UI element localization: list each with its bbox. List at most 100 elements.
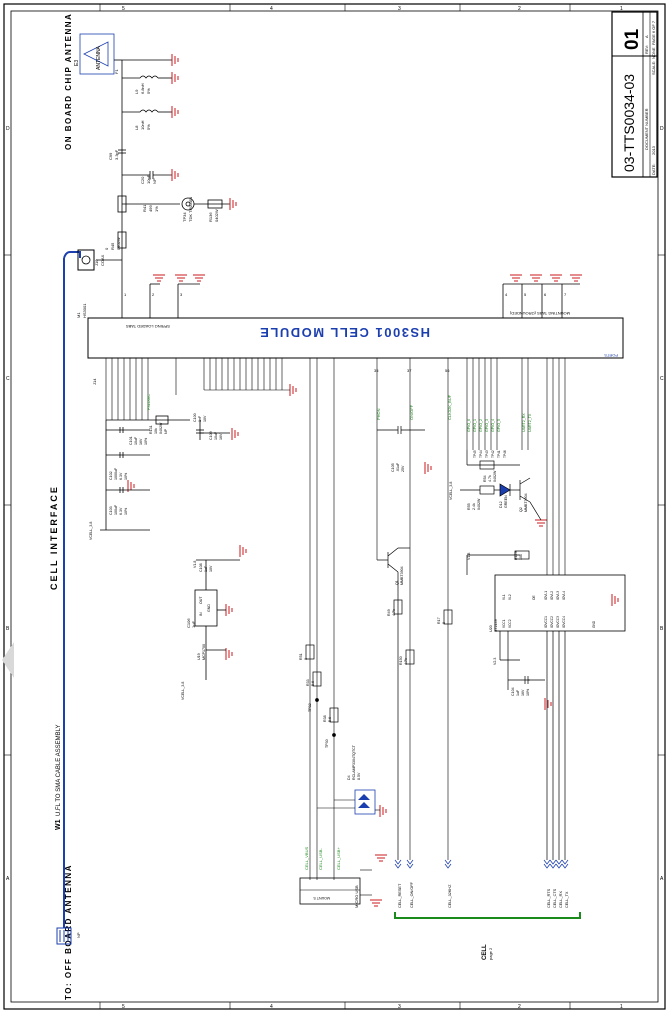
col-marker: 5 <box>122 1004 125 1010</box>
ref-c100: C100 <box>193 413 197 422</box>
val-r17: 0 <box>442 622 446 624</box>
tp-label: TP43 <box>485 450 489 458</box>
ref-c103: C103 <box>109 506 113 515</box>
val-u20: ST2149 <box>494 619 498 632</box>
hs3001-module: HS3001 CELL MODULE SPRING LOADED TABS MO… <box>76 303 624 359</box>
cable-np: NP <box>76 932 81 938</box>
net-cell-32k: CELL_32KHZ <box>448 884 452 908</box>
u20-pin: VL1 <box>502 594 506 600</box>
ref-r55: R55 <box>467 503 471 510</box>
val-r55: 2.4k <box>472 503 476 510</box>
ref-l9: L9 <box>134 89 139 94</box>
val-q1: MMBT3904 <box>400 566 404 585</box>
val-tp34: TDK TP00451 <box>188 196 193 222</box>
net-uart2-rx: UART2_RX <box>522 413 526 432</box>
col-marker: 3 <box>398 6 401 12</box>
sheet-number: 01 <box>622 28 643 50</box>
net-vcell-u19: VCELL_3.8 <box>181 682 185 700</box>
col-marker: 1 <box>620 1004 623 1010</box>
spring-tabs: SPRING LOADED TABS <box>126 324 170 329</box>
u20-pin: IOVL3 <box>556 591 560 600</box>
u20-pin: VCC2 <box>508 619 512 628</box>
page-nav-arrow-icon[interactable] <box>0 640 16 680</box>
row-marker: A <box>6 876 10 882</box>
u19-pin-gnd: GND <box>207 604 211 612</box>
val-r51: 0 <box>304 658 308 660</box>
ref-c99: C99 <box>108 152 113 160</box>
ref-r17: R17 <box>437 617 441 624</box>
sheet-border: 5 4 3 2 1 5 4 3 2 1 D C B A D C B A <box>3 3 666 1010</box>
note-c20: NP <box>152 178 157 184</box>
u20-pin: IOVL1 <box>544 591 548 600</box>
tol-c104: 10% <box>526 688 530 696</box>
u19-pin-out: OUT <box>199 596 203 604</box>
col-marker: 4 <box>270 6 273 12</box>
ref-c108: C108 <box>199 563 203 572</box>
val-r150: 4.7k <box>404 658 408 665</box>
pin-num: 6 <box>544 292 547 297</box>
ref-d12: D12 <box>499 501 503 508</box>
antenna-label: ANTENNA <box>96 45 102 70</box>
pin-num: 1 <box>124 292 127 297</box>
cell-page-label: CELL <box>482 944 488 960</box>
tol-l9: 5% <box>146 88 151 94</box>
module-top-pins <box>121 283 580 318</box>
ref-r33: R33 <box>306 679 310 686</box>
val-c108: 1uF <box>204 565 208 572</box>
val-u19: 1uF <box>191 621 196 628</box>
module-part: HS3001 <box>82 303 87 318</box>
val-r136: 0402W <box>214 209 219 222</box>
ref-l8: L8 <box>134 125 139 130</box>
ref-q2: Q2 <box>519 507 523 512</box>
ref-r49: R49 <box>387 609 391 616</box>
ref-c109: C109 <box>209 431 213 440</box>
net-vcell-led: VCELL_3.8 <box>449 482 453 500</box>
u20-pin: IOVCC3 <box>556 616 560 628</box>
net-vcell: VCELL_3.8 <box>89 522 93 540</box>
mount-s: MOUNT S <box>313 896 330 900</box>
scale-label: SCALE: <box>651 61 656 75</box>
q1-section <box>377 426 453 860</box>
module-bottom-pins <box>105 358 566 880</box>
cell-interface-title: CELL INTERFACE <box>49 485 59 590</box>
pin-num: 37 <box>407 368 412 373</box>
ref-c102: C102 <box>109 471 113 480</box>
net-v23: V2.3 <box>493 658 497 665</box>
val-c106: MCP1700 <box>202 644 206 660</box>
u20-pin: IOVL4 <box>562 591 566 600</box>
tp-label: TP42 <box>491 450 495 458</box>
ref-r54: R54 <box>483 475 487 482</box>
antenna-e3: ANTENNA E3 F1 <box>74 33 122 75</box>
col-marker: 5 <box>122 6 125 12</box>
net-gpio6: GPIO_6 <box>467 419 471 432</box>
net-v18-u20: V1.8 <box>467 553 471 560</box>
row-marker: A <box>660 876 664 882</box>
pin-num: 2 <box>152 292 155 297</box>
net-cell-cts: CELL_CTS <box>553 888 557 908</box>
ref-j10: J10 <box>94 259 99 266</box>
led-section <box>460 450 542 560</box>
note-r131: NP <box>164 428 168 434</box>
ref-r51: R51 <box>299 653 303 660</box>
pin-num: 7 <box>564 292 567 297</box>
net-cell-on-off: CELL_ON/OFF <box>410 881 414 908</box>
tp-label: TP44 <box>479 450 483 458</box>
module-ref: M1 <box>76 312 81 318</box>
col-marker: 4 <box>270 1004 273 1010</box>
row-marker: D <box>6 126 10 132</box>
date-label: DATE: <box>651 164 656 175</box>
page-value: PAGE 6 OF 7 <box>651 20 656 45</box>
title-block: 03-TTS0034-03 01 DOCUMENT NUMBER REV: A … <box>611 11 658 178</box>
date-value: 2013 <box>651 145 656 155</box>
u20-pin: OE <box>532 595 536 600</box>
u19-pin-in: IN <box>199 612 203 616</box>
pkg-r54: 0402W <box>493 470 497 482</box>
ref-c101: C101 <box>129 436 133 445</box>
v-c103: 6.3V <box>119 507 123 515</box>
v-c101: 16V <box>139 438 143 445</box>
v-c102: 6.3V <box>119 472 123 480</box>
tol-l8: 5% <box>146 124 151 130</box>
ref-r129: R129 <box>514 551 518 560</box>
net-cell-rx: CELL_RX <box>559 891 563 908</box>
val-c101: 10uF <box>134 436 138 445</box>
